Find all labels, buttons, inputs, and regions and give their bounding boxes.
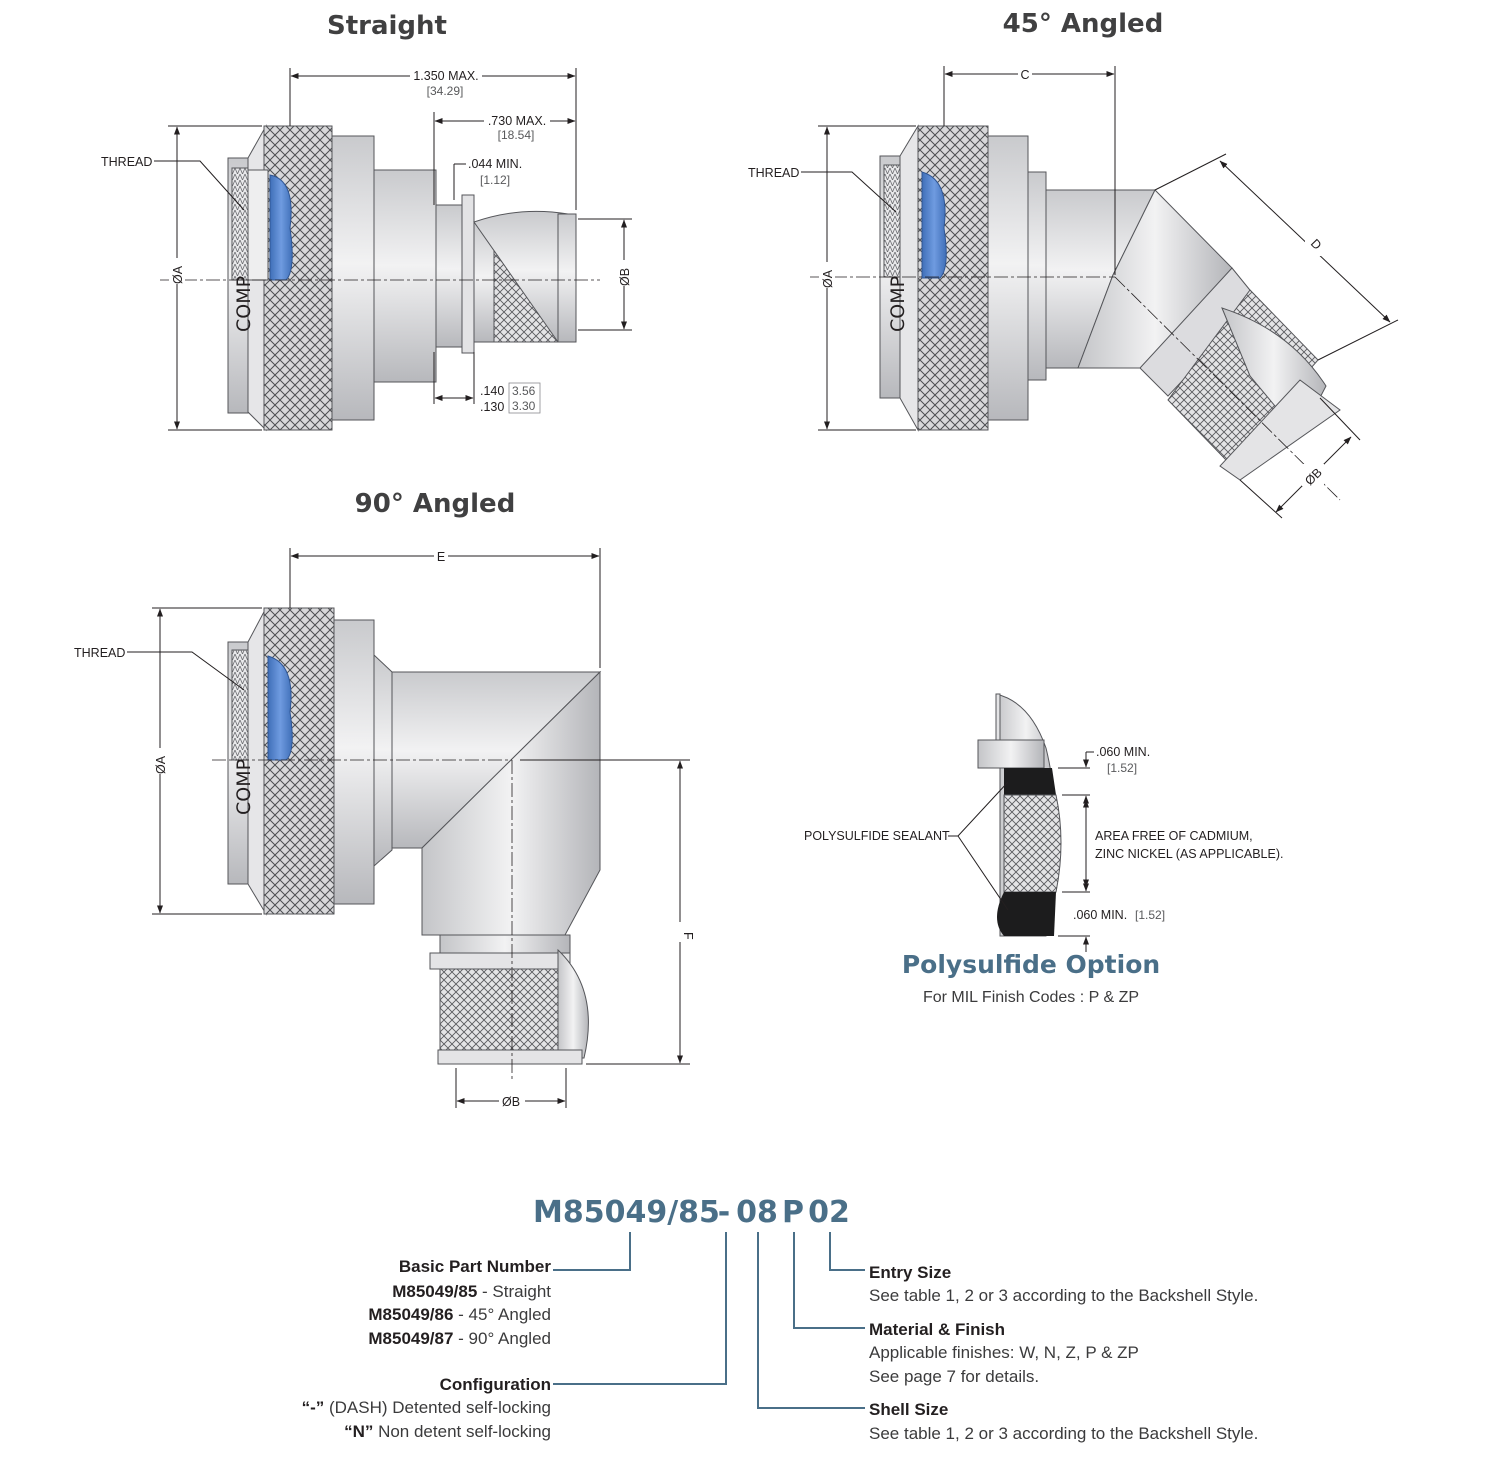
leader-configuration [553,1232,727,1385]
polysulfide-title: Polysulfide Option [902,950,1160,979]
view-angled-90: 90° Angled COMP E [74,489,695,1109]
entry-size-text: See table 1, 2 or 3 according to the Bac… [869,1286,1258,1305]
angled90-thread-label: THREAD [74,646,125,660]
angled90-title: 90° Angled [355,489,516,519]
configuration-heading: Configuration [440,1375,551,1394]
polysulfide-subtitle: For MIL Finish Codes : P & ZP [923,989,1139,1006]
straight-comp-stamp: COMP [233,276,255,332]
dim-entry-length-mm: [18.54] [498,128,535,142]
dim-overall-length-mm: [34.29] [427,84,464,98]
polysulfide-area-line1: AREA FREE OF CADMIUM, [1095,829,1253,843]
pn-material-finish: P [782,1195,804,1230]
angled45-dia-a: ØA [821,269,835,288]
basic-item-straight: M85049/85 - Straight [392,1282,551,1301]
part-number-breakdown: M85049/85 - 08 P 02 Basic Part Number M8… [302,1195,1259,1443]
entry-size-heading: Entry Size [869,1263,951,1282]
leader-basic [553,1232,631,1271]
shell-size-heading: Shell Size [869,1400,948,1419]
shell-size-text: See table 1, 2 or 3 according to the Bac… [869,1424,1258,1443]
straight-dia-b: ØB [618,268,632,286]
material-finish-line1: Applicable finishes: W, N, Z, P & ZP [869,1343,1139,1362]
dim-overall-length: 1.350 MAX. [413,69,478,83]
polysulfide-top-dim: .060 MIN. [1096,745,1150,759]
pn-entry-size: 02 [808,1195,850,1230]
angled90-dimensions: E F ØB ØA THREAD [74,548,695,1109]
material-finish-heading: Material & Finish [869,1320,1005,1339]
view-straight: Straight COMP 1.350 M [101,11,632,432]
polysulfide-bottom-dim: .060 MIN. [1073,908,1127,922]
view-angled-45: 45° Angled COMP C [748,9,1399,519]
leader-entry-size [829,1232,865,1271]
leader-shell-size [757,1232,865,1409]
angled45-connector-body: COMP [810,124,1341,501]
dim-entry-length: .730 MAX. [488,114,546,128]
straight-dimensions: 1.350 MAX. [34.29] .730 MAX. [18.54] .04… [101,68,632,431]
angled90-dia-a: ØA [154,755,168,774]
polysulfide-sealant-label: POLYSULFIDE SEALANT [804,829,950,843]
pn-configuration: - [718,1195,730,1230]
configuration-item-n: “N” Non detent self-locking [344,1422,551,1441]
dim-c: C [1020,68,1029,82]
angled45-dimensions: C D ØB ØA THREAD [748,66,1399,519]
dim-step-mm: [1.12] [480,173,510,187]
dim-flange-min-mm: 3.30 [512,399,536,413]
basic-item-45: M85049/86 - 45° Angled [368,1305,551,1324]
polysulfide-detail: .060 MIN. [1.52] AREA FREE OF CADMIUM, Z… [804,693,1283,1006]
polysulfide-bottom-dim-mm: [1.52] [1135,908,1165,922]
dim-step: .044 MIN. [468,157,522,171]
pn-shell-size: 08 [736,1195,778,1230]
dim-flange-min: .130 [480,400,504,414]
pn-basic: M85049/85 [533,1195,720,1230]
polysulfide-annotations: .060 MIN. [1.52] AREA FREE OF CADMIUM, Z… [804,745,1283,952]
angled45-thread-label: THREAD [748,166,799,180]
straight-dia-a: ØA [171,265,185,284]
straight-title: Straight [327,11,447,41]
angled90-connector-body: COMP [212,607,602,1080]
basic-heading: Basic Part Number [399,1257,551,1276]
straight-thread-label: THREAD [101,155,152,169]
basic-item-90: M85049/87 - 90° Angled [368,1329,551,1348]
polysulfide-area-line2: ZINC NICKEL (AS APPLICABLE). [1095,847,1283,861]
configuration-item-dash: “-” (DASH) Detented self-locking [302,1398,551,1417]
angled90-dia-b: ØB [502,1095,520,1109]
dim-f: F [681,932,695,940]
dim-flange-max: .140 [480,384,504,398]
polysulfide-section [977,693,1062,937]
straight-connector-body: COMP [160,124,600,432]
material-finish-line2: See page 7 for details. [869,1367,1039,1386]
angled90-comp-stamp: COMP [233,759,255,815]
dim-e: E [437,550,445,564]
leader-material-finish [793,1232,865,1329]
angled45-comp-stamp: COMP [887,276,909,332]
polysulfide-top-dim-mm: [1.52] [1107,761,1137,775]
angled45-title: 45° Angled [1003,9,1164,39]
dim-flange-max-mm: 3.56 [512,384,536,398]
